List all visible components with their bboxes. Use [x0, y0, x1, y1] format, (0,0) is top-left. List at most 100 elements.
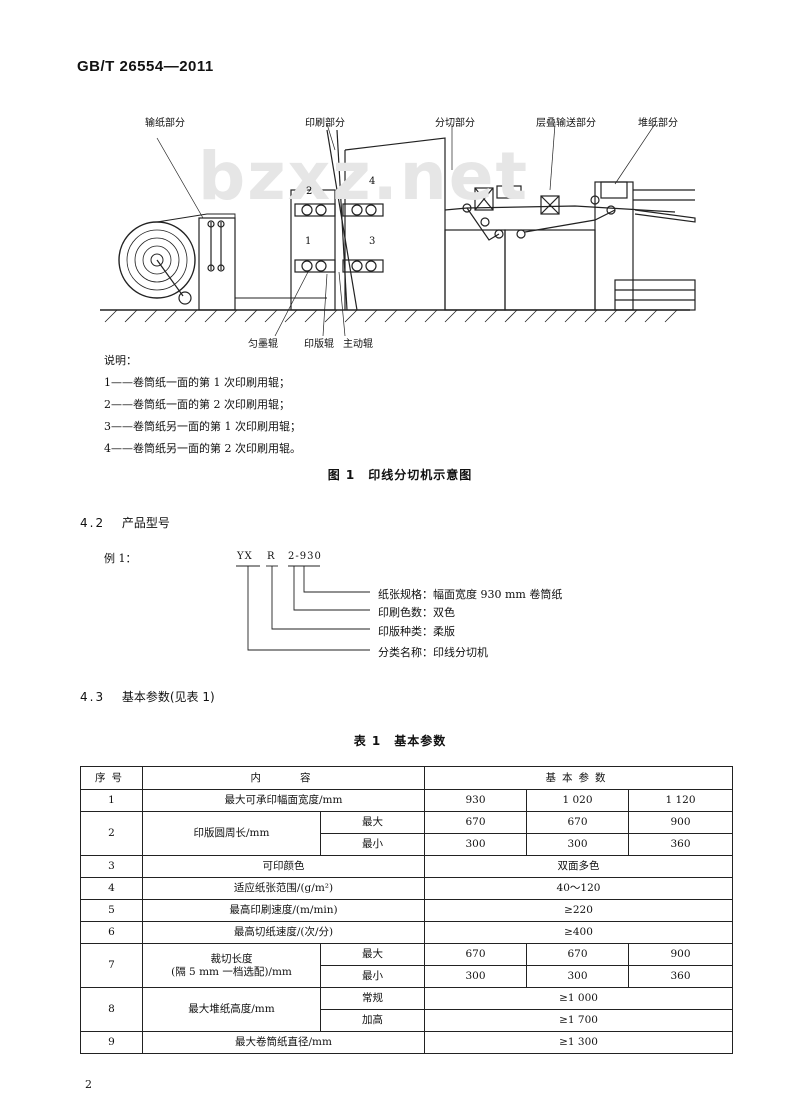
label-ink-roller: 匀墨辊	[248, 339, 278, 350]
cell-value: 40～120	[423, 877, 734, 900]
cell-value: 双面多色	[423, 855, 734, 878]
cell-no: 3	[80, 855, 143, 878]
figure-legend: 说明： 1——卷筒纸一面的第 1 次印刷用辊； 2——卷筒纸一面的第 2 次印刷…	[104, 350, 301, 460]
code-explain-plate: 印版种类：柔版	[378, 625, 455, 638]
table-row: 加高 ≥1 700	[81, 1009, 734, 1032]
cell-sub: 最小	[320, 965, 425, 988]
label-paper-feed: 输纸部分	[145, 118, 185, 129]
cell-no: 2	[80, 811, 143, 856]
table-caption: 表 1 基本参数	[353, 734, 447, 748]
legend-item: 1——卷筒纸一面的第 1 次印刷用辊；	[104, 376, 290, 389]
table-row: 3 可印颜色 双面多色	[80, 855, 734, 878]
code-explain-class: 分类名称：印线分切机	[378, 646, 488, 659]
cell-value: 300	[424, 965, 527, 988]
table-row: 最小 300 300 360	[81, 965, 734, 988]
cell-sub: 最大	[320, 943, 425, 966]
cell-sub: 加高	[320, 1009, 425, 1032]
table-row: 4 适应纸张范围/(g/m²) 40～120	[80, 877, 734, 900]
cell-value: 670	[424, 811, 527, 834]
table-row: 6 最高切纸速度/(次/分) ≥400	[80, 921, 734, 944]
header-content: 内 容	[142, 766, 425, 790]
header-no: 序号	[80, 766, 143, 790]
section-4-3-heading: 4.3 基本参数(见表 1)	[80, 688, 215, 705]
code-explain-spec: 纸张规格：幅面宽度 930 mm 卷筒纸	[378, 588, 563, 601]
cell-value: ≥1 700	[423, 1009, 734, 1032]
cell-value: 930	[424, 789, 527, 812]
page-number: 2	[85, 1078, 92, 1091]
code-explain-colors: 印刷色数：双色	[378, 606, 455, 619]
cell-value: 900	[627, 811, 734, 834]
standard-number: GB/T 26554—2011	[77, 58, 214, 75]
table-row: 9 最大卷筒纸直径/mm ≥1 300	[80, 1031, 734, 1054]
table-row: 1 最大可承印幅面宽度/mm 930 1 020 1 120	[80, 789, 734, 812]
legend-item: 4——卷筒纸另一面的第 2 次印刷用辊。	[104, 442, 301, 455]
cell-name: 可印颜色	[142, 855, 425, 878]
label-plate-roller: 印版辊	[304, 339, 334, 350]
cell-name: 最大卷筒纸直径/mm	[142, 1031, 425, 1054]
section-title: 基本参数(见表 1)	[121, 690, 215, 704]
label-printing: 印刷部分	[305, 118, 345, 129]
cell-sub: 最大	[320, 811, 425, 834]
label-drive-roller: 主动辊	[343, 339, 373, 350]
cell-no: 7	[80, 943, 143, 988]
cell-no: 8	[80, 987, 143, 1032]
watermark: bzxz.net	[198, 138, 530, 215]
cell-value: ≥220	[423, 899, 734, 922]
cell-name: 印版圆周长/mm	[142, 811, 321, 856]
cell-value: ≥1 300	[423, 1031, 734, 1054]
code-spec: 2-930	[288, 551, 322, 562]
example-label: 例 1：	[104, 552, 137, 565]
cell-value: 300	[526, 965, 629, 988]
table-row: 5 最高印刷速度/(m/min) ≥220	[80, 899, 734, 922]
parameters-table: 序号 内 容 基本参数 1 最大可承印幅面宽度/mm 930 1 020 1 1…	[80, 766, 734, 1054]
header-params: 基本参数	[423, 766, 734, 790]
label-roller-4: 4	[369, 176, 376, 187]
label-roller-2: 2	[306, 186, 313, 197]
code-class: YX	[237, 551, 253, 562]
cell-name: 裁切长度 (隔 5 mm 一档选配)/mm	[142, 943, 321, 988]
legend-item: 3——卷筒纸另一面的第 1 次印刷用辊；	[104, 420, 301, 433]
cell-value: 670	[526, 943, 629, 966]
cell-value: 1 020	[526, 789, 629, 812]
section-4-2-heading: 4.2 产品型号	[80, 514, 170, 531]
cell-no: 6	[80, 921, 143, 944]
cell-value: 670	[424, 943, 527, 966]
cell-sub: 常规	[320, 987, 425, 1010]
section-title: 产品型号	[121, 516, 170, 530]
code-plate: R	[267, 551, 276, 562]
table-header-row: 序号 内 容 基本参数	[80, 766, 734, 790]
cell-no: 1	[80, 789, 143, 812]
label-stack-convey: 层叠输送部分	[536, 118, 596, 129]
table-row: 8 最大堆纸高度/mm 常规 ≥1 000	[80, 987, 734, 1032]
cell-sub: 最小	[320, 833, 425, 856]
cell-name: 最高切纸速度/(次/分)	[142, 921, 425, 944]
cell-value: 300	[526, 833, 629, 856]
code-diagram-lines	[236, 565, 370, 651]
cell-value: ≥400	[423, 921, 734, 944]
cell-name: 最大堆纸高度/mm	[142, 987, 321, 1032]
cell-value: 360	[627, 965, 734, 988]
table-row: 7 裁切长度 (隔 5 mm 一档选配)/mm 最大 670 670 900	[80, 943, 734, 988]
label-cutting: 分切部分	[435, 118, 475, 129]
cell-no: 4	[80, 877, 143, 900]
table-row: 2 印版圆周长/mm 最大 670 670 900	[80, 811, 734, 856]
table-row: 最小 300 300 360	[81, 833, 734, 856]
cell-value: 900	[627, 943, 734, 966]
cell-value: 1 120	[627, 789, 734, 812]
cell-no: 5	[80, 899, 143, 922]
cell-no: 9	[80, 1031, 143, 1054]
section-number: 4.2	[80, 516, 106, 530]
cell-name: 最大可承印幅面宽度/mm	[142, 789, 425, 812]
label-roller-3: 3	[369, 236, 376, 247]
section-number: 4.3	[80, 690, 106, 704]
cell-name: 最高印刷速度/(m/min)	[142, 899, 425, 922]
cell-value: 670	[526, 811, 629, 834]
legend-item: 2——卷筒纸一面的第 2 次印刷用辊；	[104, 398, 290, 411]
legend-title: 说明：	[104, 354, 137, 367]
cell-name-line: 裁切长度	[210, 952, 253, 965]
label-roller-1: 1	[305, 236, 312, 247]
cell-value: 360	[627, 833, 734, 856]
figure-caption: 图 1 印线分切机示意图	[327, 468, 473, 482]
cell-value: 300	[424, 833, 527, 856]
label-stacking: 堆纸部分	[638, 118, 678, 129]
